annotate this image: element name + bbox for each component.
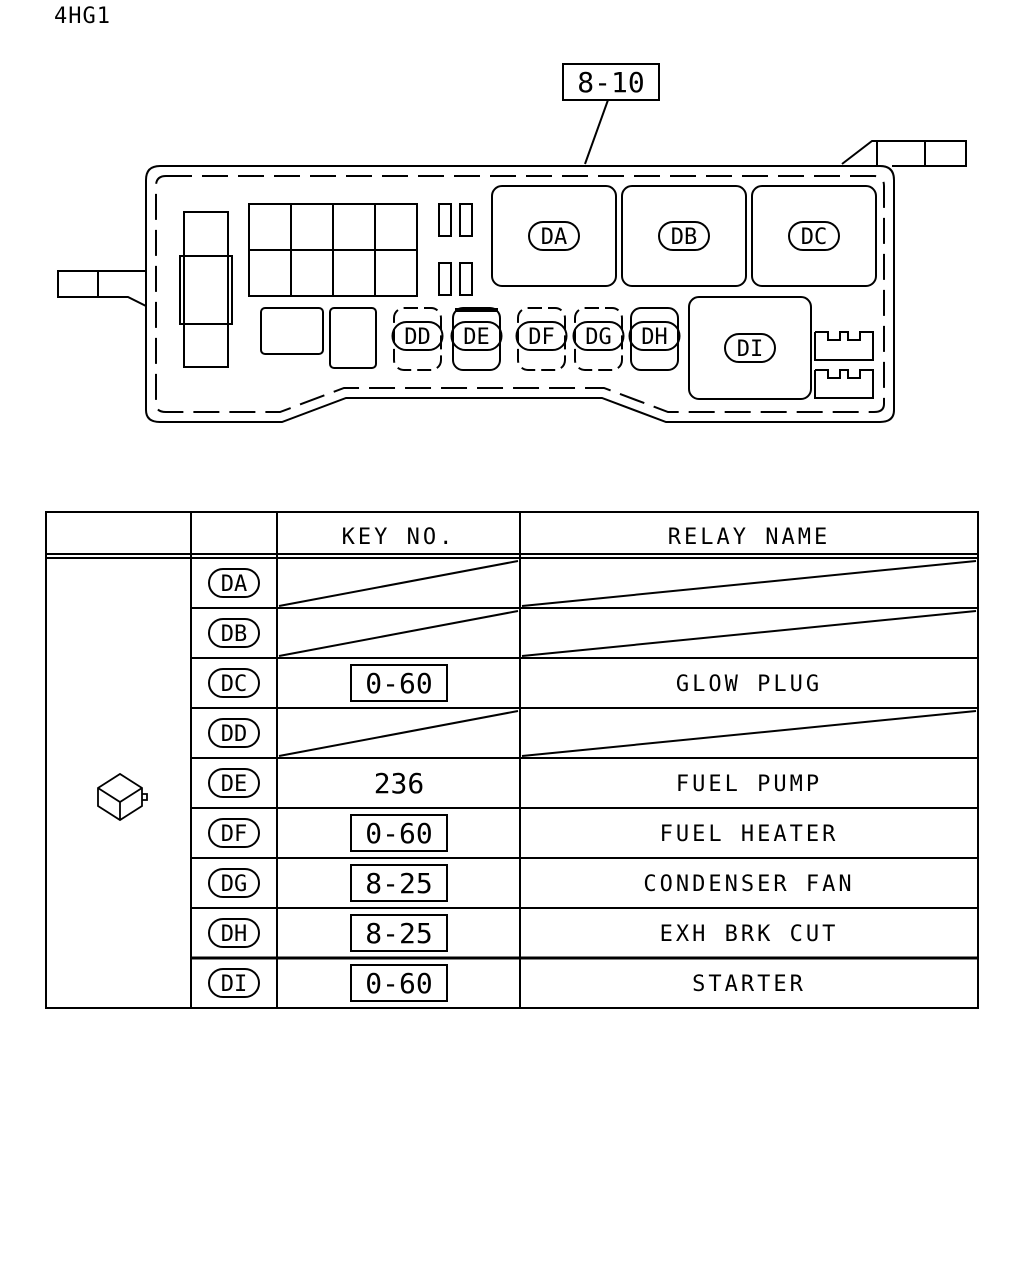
relay-slot-dc[interactable]: DC <box>751 185 877 287</box>
slot-pill-di: DI <box>724 333 776 363</box>
relay-icon <box>97 772 148 822</box>
table-row: DC 0-60 GLOW PLUG <box>191 657 978 702</box>
relay-slot-da[interactable]: DA <box>491 185 617 287</box>
row-code-dh-label: DH <box>221 922 248 947</box>
key-no-value: 8-25 <box>365 867 432 900</box>
key-no-box <box>350 664 448 702</box>
relay-slot-db[interactable]: DB <box>621 185 747 287</box>
fuse-block-left <box>179 211 233 368</box>
slot-pill-dd: DD <box>391 321 444 351</box>
row-code-dh: DH <box>208 918 260 948</box>
row-code-dd: DD <box>208 718 260 748</box>
slot-pill-dh-label: DH <box>641 325 668 350</box>
key-no-box <box>350 814 448 852</box>
table-row: DG 8-25 CONDENSER FAN <box>191 857 978 902</box>
relay-slot-df[interactable]: DF <box>515 307 568 371</box>
table-row: DF 0-60 FUEL HEATER <box>191 807 978 852</box>
key-ref-label: 8-10 <box>577 66 644 99</box>
relay-name-value: STARTER <box>692 972 806 997</box>
key-no-value: 236 <box>374 767 425 800</box>
fuse-block-b <box>329 307 377 369</box>
slot-pill-df: DF <box>515 321 568 351</box>
key-no-box <box>350 914 448 952</box>
slot-pill-df-label: DF <box>528 325 555 350</box>
slot-pill-dg-label: DG <box>585 325 612 350</box>
slot-pill-db-label: DB <box>671 225 698 250</box>
right-connector <box>841 140 967 167</box>
key-no-box <box>350 964 448 1002</box>
row-code-df: DF <box>208 818 260 848</box>
slot-pill-dd-label: DD <box>404 325 431 350</box>
mini-fuses <box>438 203 473 296</box>
slot-pill-de: DE <box>450 321 503 351</box>
slot-pill-de-label: DE <box>463 325 490 350</box>
engine-code-label: 4HG1 <box>54 4 111 29</box>
relay-slot-dg[interactable]: DG <box>572 307 625 371</box>
row-code-da: DA <box>208 568 260 598</box>
fuse-block-a <box>260 307 324 355</box>
key-no-value: 0-60 <box>365 967 432 1000</box>
table-row: DH 8-25 EXH BRK CUT <box>191 907 978 952</box>
row-code-df-label: DF <box>221 822 248 847</box>
header-key-no: KEY NO. <box>342 525 456 550</box>
relay-name-value: GLOW PLUG <box>676 672 822 697</box>
relay-slot-de[interactable]: DE <box>450 307 503 371</box>
table-row: DB <box>191 607 978 657</box>
row-code-di: DI <box>208 968 260 998</box>
header-relay-name: RELAY NAME <box>668 525 830 550</box>
empty-name-slash <box>521 560 977 607</box>
slot-pill-db: DB <box>658 221 710 251</box>
relay-table: KEY NO. RELAY NAME DA DB DC 0-60 GLOW PLUG DD DE… <box>45 511 979 1009</box>
empty-name-slash <box>521 610 977 657</box>
terminal-blocks <box>814 331 874 399</box>
fuse-grid <box>248 203 418 297</box>
table-row: DA <box>208 560 977 607</box>
relay-name-value: EXH BRK CUT <box>660 922 839 947</box>
empty-key-slash <box>278 610 519 657</box>
relay-slot-di[interactable]: DI <box>688 296 812 400</box>
row-code-dc-label: DC <box>221 672 248 697</box>
table-row: DD <box>191 707 978 757</box>
slot-pill-da-label: DA <box>541 225 568 250</box>
slot-pill-dc: DC <box>788 221 840 251</box>
relay-box-housing <box>145 165 895 423</box>
table-row: DI 0-60 STARTER <box>191 956 978 1002</box>
row-code-db-label: DB <box>221 622 248 647</box>
row-code-de: DE <box>208 768 260 798</box>
table-border <box>45 511 979 1009</box>
slot-pill-dc-label: DC <box>801 225 828 250</box>
row-code-dc: DC <box>208 668 260 698</box>
row-code-da-label: DA <box>221 572 248 597</box>
slot-pill-dh: DH <box>628 321 681 351</box>
row-code-dd-label: DD <box>221 722 248 747</box>
key-no-value: 8-25 <box>365 917 432 950</box>
slot-pill-dg: DG <box>572 321 625 351</box>
slot-pill-da: DA <box>528 221 580 251</box>
relay-name-value: CONDENSER FAN <box>643 872 854 897</box>
key-no-box <box>350 864 448 902</box>
empty-key-slash <box>278 710 519 757</box>
key-no-value: 0-60 <box>365 817 432 850</box>
slot-pill-di-label: DI <box>737 337 764 362</box>
left-connector <box>57 270 147 307</box>
relay-slot-dd[interactable]: DD <box>391 307 444 371</box>
key-ref-callout[interactable]: 8-10 <box>562 63 660 165</box>
key-no-value: 0-60 <box>365 667 432 700</box>
row-code-dg: DG <box>208 868 260 898</box>
relay-slot-dh[interactable]: DH <box>628 307 681 371</box>
row-code-db: DB <box>208 618 260 648</box>
row-code-di-label: DI <box>221 972 248 997</box>
row-code-dg-label: DG <box>221 872 248 897</box>
relay-name-value: FUEL PUMP <box>676 772 822 797</box>
empty-key-slash <box>278 560 519 607</box>
row-code-de-label: DE <box>221 772 248 797</box>
empty-name-slash <box>521 710 977 757</box>
table-row: DE 236 FUEL PUMP <box>191 757 978 800</box>
relay-name-value: FUEL HEATER <box>660 822 839 847</box>
